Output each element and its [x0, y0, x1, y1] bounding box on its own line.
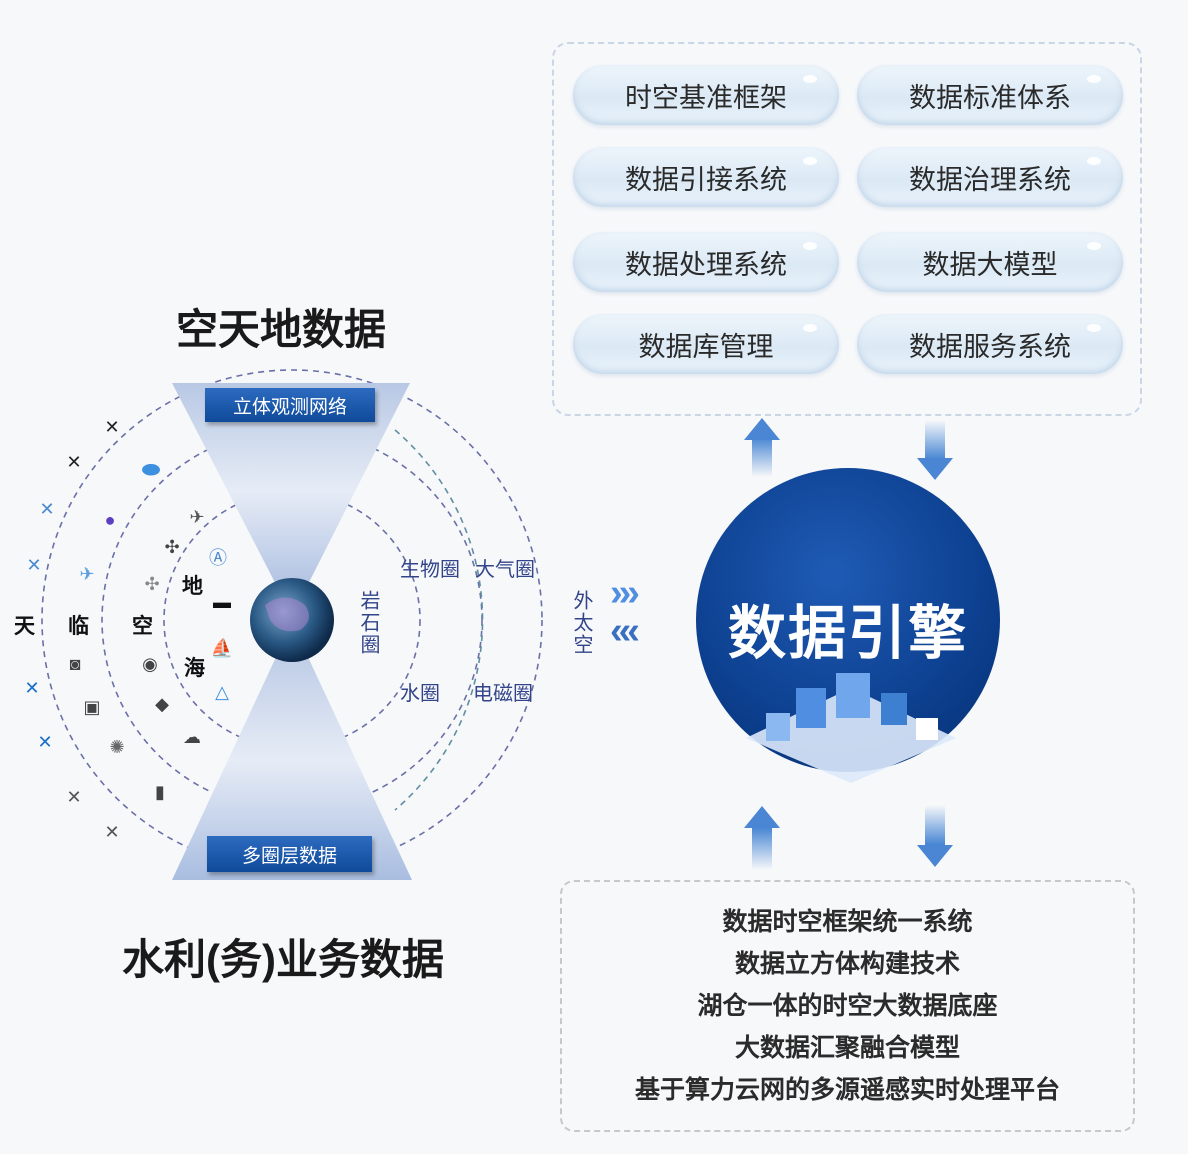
drone-icon: ✣: [144, 573, 160, 594]
capability-label: 数据处理系统: [625, 249, 787, 280]
radar-satellite-icon: ✕: [24, 677, 40, 698]
capability-pill[interactable]: 时空基准框架: [573, 65, 839, 125]
arrow-down-icon: [917, 805, 953, 867]
capability-label: 数据标准体系: [909, 82, 1071, 113]
space-air-ground-title: 空天地数据: [176, 306, 387, 353]
phone-icon: ▮: [155, 781, 165, 802]
level-di: 地: [182, 575, 203, 598]
satellite-icon: ✕: [104, 416, 120, 437]
capabilities-panel: [552, 42, 1142, 416]
device-icon: ▣: [83, 696, 101, 717]
satellite-icon: ✕: [39, 498, 55, 519]
plane-icon: ✈: [189, 506, 205, 527]
hourglass-bottom: [172, 640, 412, 880]
arrow-down-icon: [917, 420, 953, 480]
balloon-icon: ●: [104, 509, 116, 530]
capability-pill[interactable]: 数据标准体系: [857, 65, 1123, 125]
capability-pill[interactable]: 数据引接系统: [573, 147, 839, 207]
weather-icon: ☁: [183, 726, 201, 747]
capability-label: 数据库管理: [638, 331, 774, 362]
capability-label: 数据大模型: [922, 249, 1058, 280]
capability-label: 时空基准框架: [625, 82, 787, 113]
monitor-icon: ◆: [155, 693, 169, 714]
technology-item: 大数据汇聚融合模型: [734, 1034, 960, 1062]
multi-layer-data-tag: 多圈层数据: [207, 836, 372, 872]
ring-outer: [41, 369, 543, 871]
capability-label: 数据治理系统: [909, 164, 1071, 195]
arrow-up-icon: [744, 418, 780, 477]
electromagnetic-sphere-label: 电磁圈: [473, 683, 533, 705]
terrain-icon: ✺: [109, 736, 125, 757]
level-hai: 海: [184, 657, 205, 680]
satellite-icon: ✕: [104, 821, 120, 842]
airship-icon: ⬬: [141, 457, 161, 482]
technology-item: 基于算力云网的多源遥感实时处理平台: [634, 1076, 1060, 1104]
satellite-icon: ✕: [66, 786, 82, 807]
chevrons-right-icon: ›››: [610, 572, 640, 614]
observation-network-tag: 立体观测网络: [205, 388, 375, 422]
engine-title: 数据引擎: [727, 601, 968, 666]
hourglass-top: [172, 383, 410, 600]
technology-item: 数据立方体构建技术: [734, 950, 960, 978]
water-business-title: 水利(务)业务数据: [122, 936, 444, 983]
capability-pill[interactable]: 数据大模型: [857, 232, 1123, 292]
technology-item: 数据时空框架统一系统: [722, 908, 973, 936]
technology-item: 湖仓一体的时空大数据底座: [697, 992, 998, 1020]
drone-icon: ✣: [164, 536, 180, 557]
hydrosphere-label: 水圈: [400, 683, 440, 705]
isometric-datacenter-icon: [746, 673, 956, 783]
antenna-icon: Ⓐ: [209, 548, 227, 568]
capability-pill[interactable]: 数据服务系统: [857, 314, 1123, 374]
satellite-icon: ✕: [26, 554, 42, 575]
radar-satellite-icon: ✕: [37, 731, 53, 752]
atmosphere-label: 大气圈: [475, 559, 535, 581]
chevrons-left-icon: ‹‹‹: [610, 610, 640, 652]
boat-icon: ⛵: [210, 637, 234, 658]
capability-label: 数据引接系统: [625, 164, 787, 195]
lithosphere-label: 岩石圈: [357, 590, 379, 656]
buoy-icon: △: [215, 681, 229, 702]
outer-space-label: 外太空: [570, 590, 592, 656]
level-kong: 空: [132, 615, 153, 638]
camera-icon: ◉: [142, 653, 158, 674]
sphere-rings-diagram: [41, 369, 543, 880]
aircraft-icon: ✈: [79, 563, 95, 584]
capability-pill[interactable]: 数据治理系统: [857, 147, 1123, 207]
car-icon: ▬: [213, 591, 231, 612]
biosphere-label: 生物圈: [400, 559, 460, 581]
technologies-panel: 数据时空框架统一系统 数据立方体构建技术 湖仓一体的时空大数据底座 大数据汇聚融…: [560, 880, 1135, 1132]
capability-label: 数据服务系统: [909, 331, 1071, 362]
satellite-icon: ✕: [66, 451, 82, 472]
level-tian: 天: [14, 615, 35, 638]
arrow-up-icon: [744, 806, 780, 870]
capability-pill[interactable]: 数据处理系统: [573, 232, 839, 292]
data-engine-circle: 数据引擎: [696, 468, 1000, 783]
sensor-icon: ◙: [69, 653, 81, 674]
capability-pill[interactable]: 数据库管理: [573, 314, 839, 374]
level-lin: 临: [68, 615, 89, 638]
